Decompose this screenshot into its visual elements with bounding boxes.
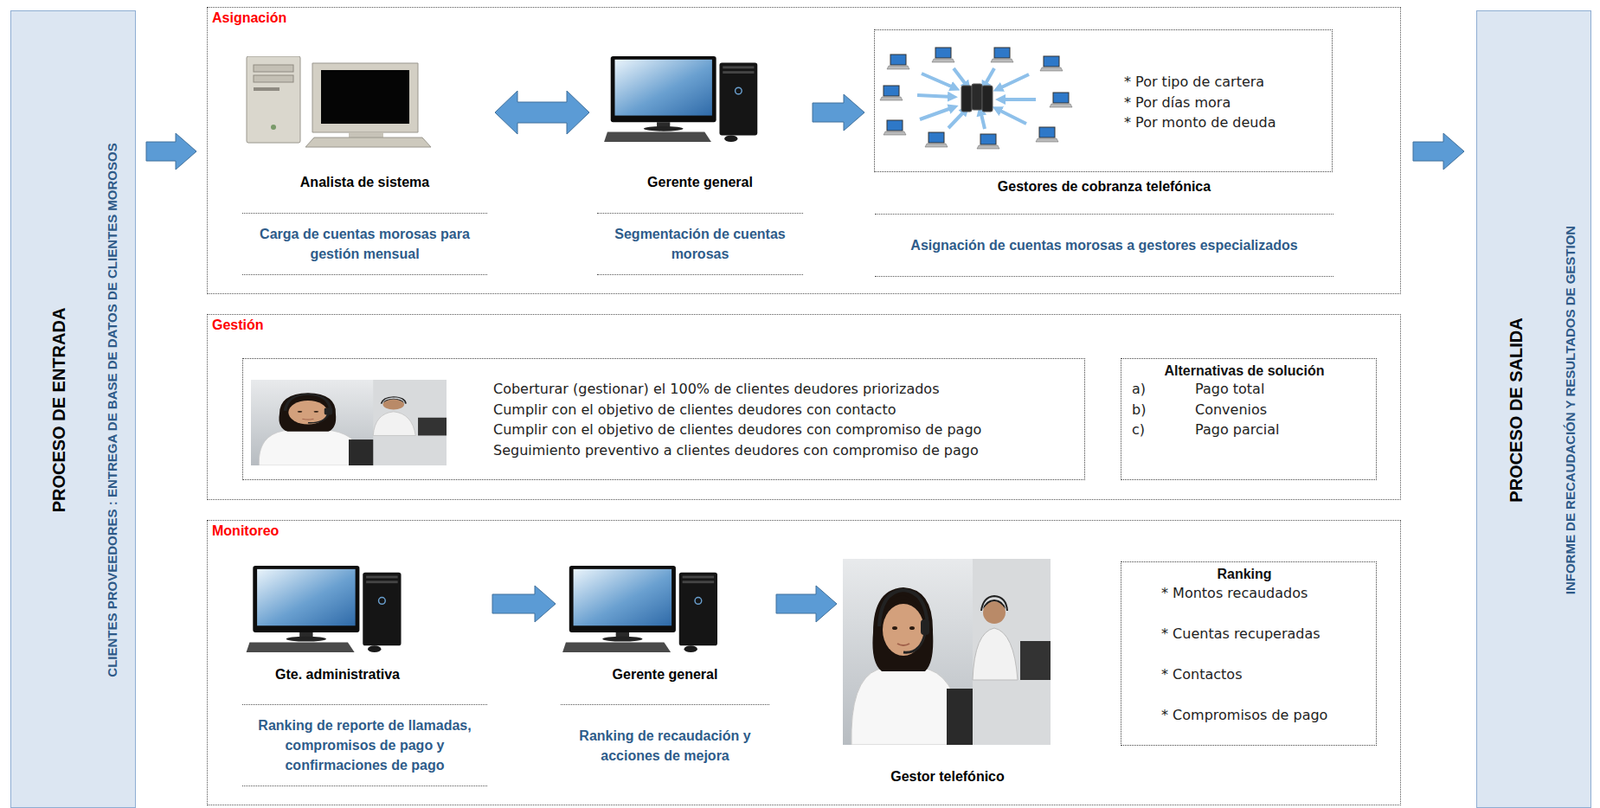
illustration-part xyxy=(931,47,955,63)
illustration-part xyxy=(948,109,966,129)
band-label: INFORME DE RECAUDACIÓN Y RESULTADOS DE G… xyxy=(1562,225,1578,595)
illustration-part xyxy=(917,95,953,97)
illustration-part xyxy=(953,68,968,87)
call-center-photo xyxy=(842,559,1051,746)
illustration-part xyxy=(1040,56,1063,71)
illustration-part xyxy=(997,74,1029,90)
list-item: Seguimiento preventivo a clientes deudor… xyxy=(493,441,979,461)
illustration-part xyxy=(982,85,993,112)
list-item: * Cuentas recuperadas xyxy=(1161,624,1321,644)
list-item: Cumplir con el objetivo de clientes deud… xyxy=(493,400,896,420)
box-heading: Alternativas de solución xyxy=(1121,361,1368,381)
computer-icon xyxy=(562,565,718,653)
stage-section: AsignaciónAnalista de sistemaCarga de cu… xyxy=(206,6,1401,295)
illustration-part xyxy=(883,120,907,135)
section-title: Asignación xyxy=(212,10,287,26)
list-item: * Por monto de deuda xyxy=(1124,113,1276,133)
computer-icon xyxy=(246,56,431,148)
network-icon xyxy=(880,47,1073,149)
role-block: Gerente generalRanking de recaudación y … xyxy=(560,566,770,789)
illustration-part xyxy=(980,110,985,129)
role-block: Analista de sistemaCarga de cuentas moro… xyxy=(242,52,488,277)
block-arrow xyxy=(146,133,197,170)
role-block: Gerente generalSegmentación de cuentas m… xyxy=(597,52,804,277)
illustration-part xyxy=(996,109,1027,124)
illustration-part xyxy=(925,132,948,148)
band-label: CLIENTES PROVEEDORES : ENTREGA DE BASE D… xyxy=(104,142,120,677)
list-item: * Contactos xyxy=(1161,665,1242,685)
call-center-photo xyxy=(250,379,447,466)
ranking-box: Ranking* Montos recaudados * Cuentas recu… xyxy=(1120,561,1377,746)
role-label: Gerente general xyxy=(597,173,804,193)
illustration-part xyxy=(1035,127,1059,142)
role-label: Gestor telefónico xyxy=(843,767,1052,787)
list-item: * Montos recaudados xyxy=(1161,584,1308,604)
illustration-part xyxy=(921,73,956,89)
agent-block: Gestor telefónico xyxy=(843,559,1052,789)
activity-text: Ranking de recaudación y acciones de mej… xyxy=(560,704,770,777)
input-band: PROCESO DE ENTRADA CLIENTES PROVEEDORES :… xyxy=(10,10,136,808)
output-band: PROCESO DE SALIDA INFORME DE RECAUDACIÓN … xyxy=(1476,10,1592,808)
illustration-part xyxy=(917,68,1036,129)
role-label: Gerente general xyxy=(560,665,770,685)
role-label: Gte. administrativa xyxy=(242,665,433,685)
agents-box: * Por tipo de cartera* Por días mora* Po… xyxy=(873,29,1333,173)
activity-text: Ranking de reporte de llamadas, compromi… xyxy=(242,704,488,787)
list-item: c) xyxy=(1131,420,1145,440)
block-arrow xyxy=(1413,133,1465,170)
list-item: Pago total xyxy=(1195,379,1265,399)
list-item: * Por tipo de cartera xyxy=(1124,72,1265,92)
block-arrow xyxy=(492,585,556,623)
section-title: Gestión xyxy=(212,317,264,334)
list-item: Coberturar (gestionar) el 100% de client… xyxy=(493,379,940,399)
block-arrow xyxy=(776,585,837,623)
band-label: PROCESO DE SALIDA xyxy=(1506,317,1527,502)
computer-icon xyxy=(246,565,402,653)
illustration-part xyxy=(1049,92,1073,108)
list-item: Convenios xyxy=(1195,400,1267,420)
role-block: Gte. administrativaRanking de reporte de… xyxy=(242,566,488,789)
illustration-part xyxy=(983,68,995,87)
role-label: Gestores de cobranza telefónica xyxy=(874,177,1334,197)
list-item: Pago parcial xyxy=(1195,420,1279,440)
illustration-part xyxy=(961,85,972,112)
list-item: * Por días mora xyxy=(1124,93,1231,113)
illustration-part xyxy=(1000,97,1036,102)
list-item: b) xyxy=(1131,400,1146,420)
list-item: Cumplir con el objetivo de clientes deud… xyxy=(493,420,982,440)
illustration-part xyxy=(990,47,1014,63)
role-label: Analista de sistema xyxy=(242,173,488,193)
illustration-part xyxy=(880,85,903,101)
options-box: Alternativas de solucióna) Pago total b) Co… xyxy=(1120,358,1377,481)
goals-box: Coberturar (gestionar) el 100% de client… xyxy=(242,358,1086,481)
section-title: Monitoreo xyxy=(212,523,279,540)
list-item: a) xyxy=(1131,379,1146,399)
computer-icon xyxy=(604,56,758,142)
block-arrow xyxy=(494,90,590,135)
illustration-part xyxy=(971,83,983,110)
activity-text: Carga de cuentas morosas para gestión me… xyxy=(242,212,488,276)
band-label: PROCESO DE ENTRADA xyxy=(49,308,70,514)
stage-section: MonitoreoGte. administrativaRanking de r… xyxy=(206,520,1401,806)
block-arrow xyxy=(812,94,865,131)
illustration-part xyxy=(976,134,1000,149)
activity-text: Asignación de cuentas morosas a gestores… xyxy=(874,213,1334,277)
list-item: * Compromisos de pago xyxy=(1161,706,1328,726)
box-heading: Ranking xyxy=(1121,565,1368,585)
activity-text: Segmentación de cuentas morosas xyxy=(597,212,804,276)
illustration-part xyxy=(886,54,910,70)
stage-section: GestiónCoberturar (gestionar) el 100% de… xyxy=(206,314,1401,501)
illustration-part xyxy=(919,107,954,120)
